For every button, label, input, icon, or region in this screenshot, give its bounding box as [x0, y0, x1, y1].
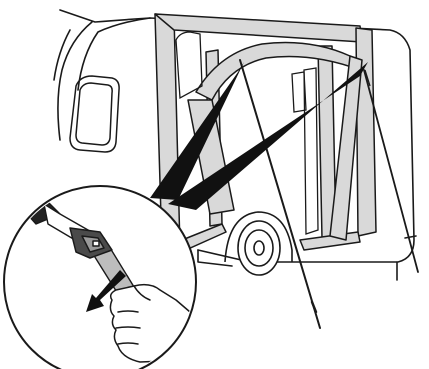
- caravan-window: [70, 76, 119, 152]
- detail-callout: [4, 186, 196, 369]
- caravan-wheel: [225, 212, 292, 275]
